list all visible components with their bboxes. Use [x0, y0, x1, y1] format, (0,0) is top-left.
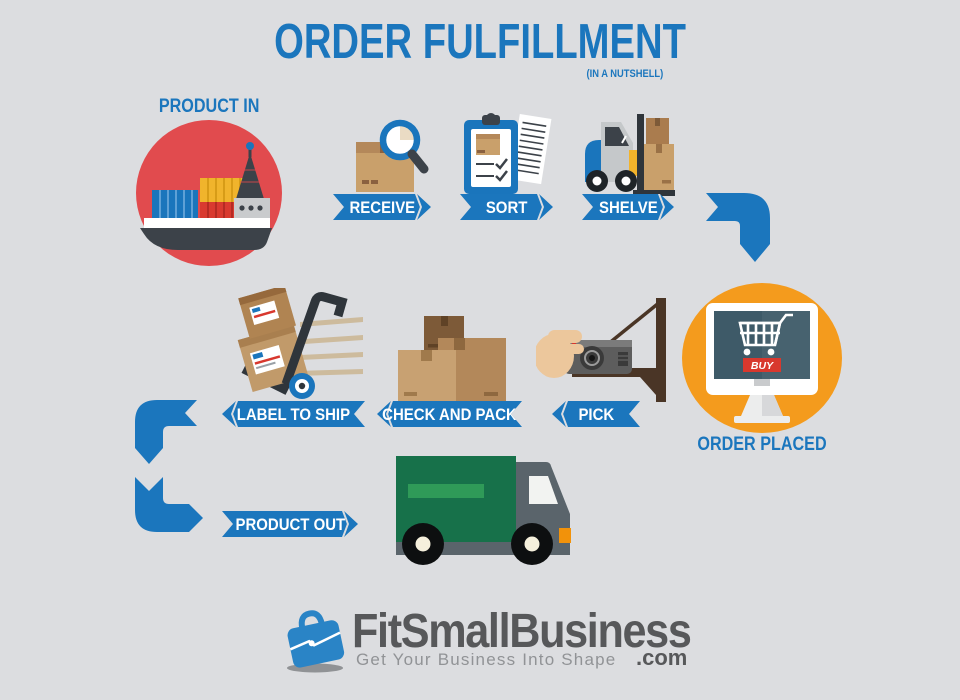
briefcase-logo-icon [287, 610, 345, 673]
brand-wordmark: FitSmallBusiness [352, 605, 692, 658]
label-to-ship-banner: LABEL TO SHIP [222, 401, 365, 427]
order-placed-label: ORDER PLACED [697, 434, 827, 455]
order-placed-circle: BUY [682, 283, 842, 433]
check-and-pack-banner: CHECK AND PACK [377, 401, 522, 427]
shopping-cart-icon [738, 313, 793, 347]
brand-tagline: Get Your Business Into Shape [356, 650, 617, 669]
buy-button [743, 358, 781, 372]
product-in-label: PRODUCT IN [158, 96, 260, 117]
cargo-ship-icon [140, 142, 272, 250]
hand-truck-boxes-icon [237, 288, 363, 399]
shelve-banner: SHELVE [582, 194, 674, 220]
pick-banner: PICK [552, 401, 640, 427]
delivery-truck-icon [396, 456, 571, 565]
receive-banner: RECEIVE [333, 194, 431, 220]
page-subtitle: (IN A NUTSHELL) [586, 68, 663, 80]
forklift-icon [585, 114, 675, 196]
product-in-circle [136, 120, 282, 266]
product-out-banner: PRODUCT OUT [222, 511, 358, 537]
buy-button-label: BUY [751, 360, 774, 372]
page-title: ORDER FULFILLMENT [274, 15, 686, 69]
box-magnifier-icon [356, 119, 429, 192]
elbow-arrow-down-icon [706, 193, 770, 262]
clipboard-checklist-icon [464, 113, 552, 194]
u-turn-arrows-icon [135, 400, 203, 532]
stacked-boxes-icon [398, 316, 506, 402]
brand-domain-suffix: .com [636, 645, 688, 670]
monitor-shopping-cart-icon: BUY [706, 303, 818, 423]
sort-banner: SORT [460, 194, 553, 220]
hand-picking-camera-shelf-icon [536, 298, 666, 402]
